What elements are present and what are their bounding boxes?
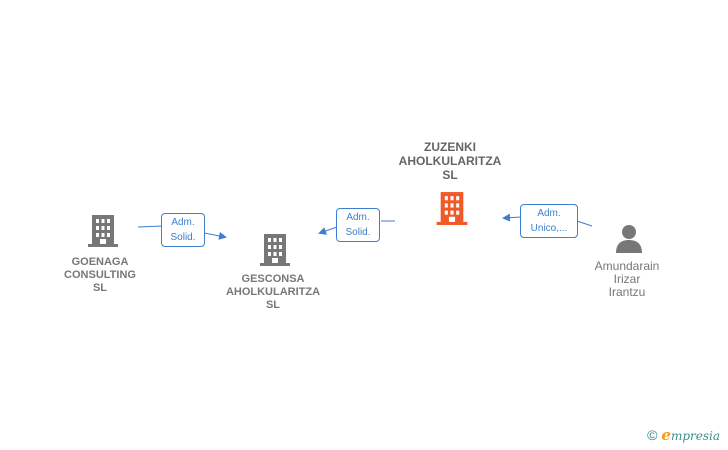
edge-label-line: Solid.: [170, 232, 196, 243]
person-icon[interactable]: [614, 223, 644, 253]
edge-label-line: Solid.: [345, 227, 371, 238]
footer-brand: © empresia: [647, 426, 720, 444]
edge-label-amundarain-zuzenki[interactable]: Adm. Unico,...: [520, 204, 578, 238]
edge-label-zuzenki-gesconsa[interactable]: Adm. Solid.: [336, 208, 380, 242]
copyright-icon: ©: [647, 427, 658, 443]
edge-line-zuzenki-gesconsa: [320, 220, 395, 233]
brand-logo[interactable]: empresia: [661, 426, 720, 444]
building-icon[interactable]: [436, 190, 468, 226]
edge-line-goenaga-gesconsa: [137, 225, 225, 237]
building-icon[interactable]: [88, 213, 118, 248]
node-label-gesconsa[interactable]: GESCONSA AHOLKULARITZA SL: [225, 273, 321, 311]
edge-label-line: Adm.: [346, 212, 370, 223]
edge-label-line: Adm.: [171, 217, 195, 228]
edge-label-line: Adm.: [537, 208, 561, 219]
node-label-zuzenki[interactable]: ZUZENKI AHOLKULARITZA SL: [398, 140, 502, 182]
edge-label-goenaga-gesconsa[interactable]: Adm. Solid.: [161, 213, 205, 247]
node-label-amundarain[interactable]: Amundarain Irizar Irantzu: [594, 259, 660, 299]
node-label-goenaga[interactable]: GOENAGA CONSULTING SL: [64, 256, 136, 294]
building-icon[interactable]: [260, 232, 290, 267]
edge-line-amundarain-zuzenki: [504, 217, 593, 227]
edge-label-line: Unico,...: [530, 223, 568, 234]
